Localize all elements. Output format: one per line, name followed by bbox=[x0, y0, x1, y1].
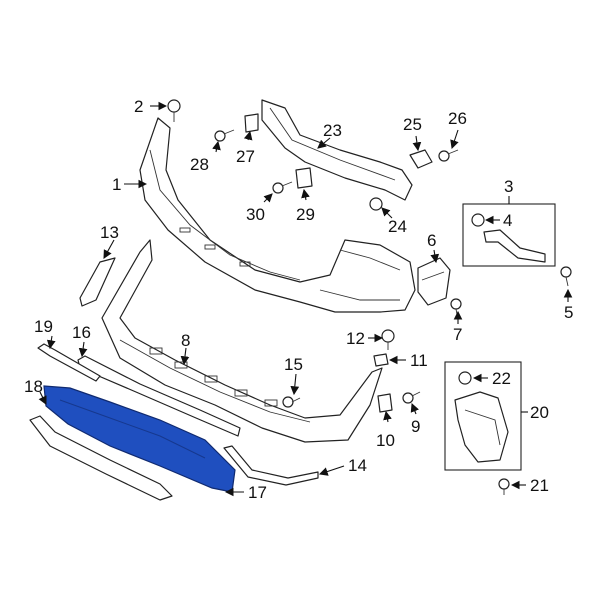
part-10-clip[interactable] bbox=[377, 393, 393, 413]
callout-20: 20 bbox=[530, 403, 549, 422]
part-12-nut[interactable] bbox=[381, 329, 395, 350]
callout-16: 16 bbox=[72, 323, 91, 342]
leader-lines bbox=[38, 101, 573, 497]
part-5-bolt[interactable] bbox=[560, 266, 572, 287]
callout-26: 26 bbox=[448, 109, 467, 128]
callout-labels: 2 1 23 28 27 30 29 24 25 26 3 4 5 6 7 13… bbox=[24, 97, 573, 502]
callout-29: 29 bbox=[296, 205, 315, 224]
part-29-clip[interactable] bbox=[295, 167, 313, 189]
callout-8: 8 bbox=[181, 331, 190, 350]
part-9-bolt[interactable] bbox=[402, 391, 421, 404]
callout-17: 17 bbox=[248, 483, 267, 502]
callout-11: 11 bbox=[410, 351, 428, 370]
callout-4: 4 bbox=[503, 211, 512, 230]
callout-12: 12 bbox=[346, 329, 365, 348]
part-4-nut[interactable] bbox=[471, 213, 485, 227]
callout-13: 13 bbox=[100, 223, 119, 242]
callout-18: 18 bbox=[24, 377, 43, 396]
part-22-nut[interactable] bbox=[458, 371, 472, 385]
part-2-screw[interactable] bbox=[167, 99, 181, 122]
callout-22: 22 bbox=[492, 369, 511, 388]
callout-23: 23 bbox=[323, 121, 342, 140]
callout-30: 30 bbox=[246, 205, 265, 224]
part-11-clip[interactable] bbox=[373, 353, 389, 367]
callout-25: 25 bbox=[403, 115, 422, 134]
callout-1: 1 bbox=[112, 175, 121, 194]
part-23-reinforcement[interactable] bbox=[261, 99, 413, 201]
part-3-guide[interactable] bbox=[483, 229, 546, 263]
callout-28: 28 bbox=[190, 155, 209, 174]
part-1-bumper-cover[interactable] bbox=[139, 117, 416, 313]
callout-14: 14 bbox=[348, 456, 367, 475]
part-16-strip[interactable] bbox=[77, 355, 241, 437]
callout-9: 9 bbox=[411, 417, 420, 436]
callout-6: 6 bbox=[427, 231, 436, 250]
part-19-molding[interactable] bbox=[37, 343, 101, 382]
part-27-clip[interactable] bbox=[244, 113, 259, 133]
callout-19: 19 bbox=[34, 317, 53, 336]
part-13-reflector[interactable] bbox=[79, 257, 116, 307]
part-30-bolt[interactable] bbox=[272, 181, 293, 194]
part-8-lower-fascia[interactable] bbox=[101, 239, 383, 443]
callout-3: 3 bbox=[504, 177, 513, 196]
part-15-screw[interactable] bbox=[282, 396, 301, 408]
part-7-bolt[interactable] bbox=[450, 298, 462, 321]
callout-7: 7 bbox=[453, 325, 462, 344]
part-21-pin[interactable] bbox=[498, 478, 510, 495]
part-26-bolt[interactable] bbox=[438, 149, 459, 162]
part-20-kit-box bbox=[444, 361, 522, 471]
callout-24: 24 bbox=[388, 217, 407, 236]
callout-5: 5 bbox=[564, 303, 573, 322]
part-24-nut[interactable] bbox=[369, 197, 383, 211]
part-20-splash-shield[interactable] bbox=[454, 391, 509, 463]
part-28-bolt[interactable] bbox=[214, 129, 235, 142]
callout-15: 15 bbox=[284, 355, 303, 374]
callout-10: 10 bbox=[376, 431, 395, 450]
part-14-side-trim[interactable] bbox=[223, 445, 319, 486]
callout-21: 21 bbox=[530, 476, 549, 495]
part-25-bracket[interactable] bbox=[409, 149, 433, 169]
callout-2: 2 bbox=[134, 97, 143, 116]
part-6-bracket[interactable] bbox=[417, 257, 451, 306]
part-18-lower-trim[interactable] bbox=[29, 415, 173, 501]
callout-27: 27 bbox=[236, 147, 255, 166]
